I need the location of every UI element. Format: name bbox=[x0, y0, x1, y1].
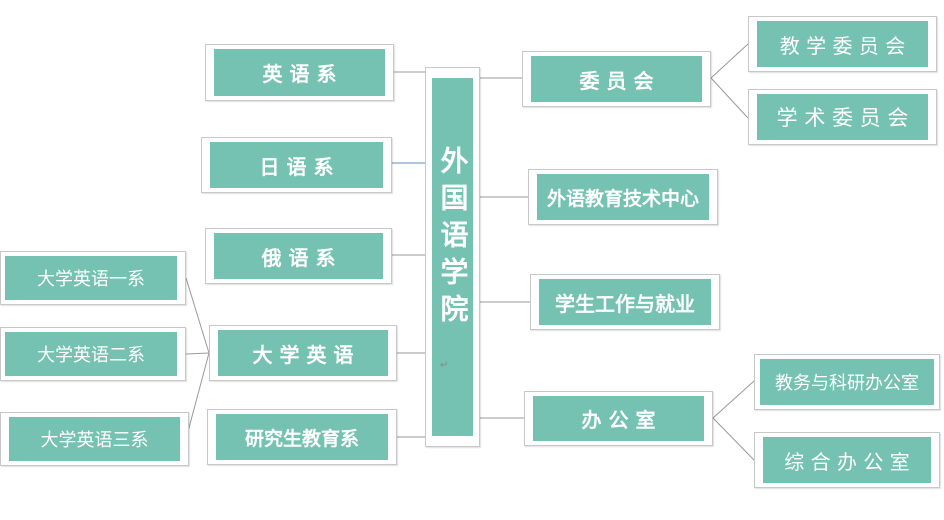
academic-research-office-label: 教务与科研办公室 bbox=[775, 373, 919, 394]
tech-center-label: 外语教育技术中心 bbox=[546, 187, 699, 210]
russian-dept-node: 俄 语 系 bbox=[205, 228, 392, 284]
japanese-dept-label: 日 语 系 bbox=[259, 154, 334, 179]
teaching-committee-node: 教 学 委 员 会 bbox=[748, 16, 937, 72]
connector-committee-academic bbox=[710, 77, 749, 119]
student-affairs-node: 学生工作与就业 bbox=[530, 274, 720, 330]
tech-center-node: 外语教育技术中心 bbox=[528, 169, 718, 225]
academic-committee-node: 学 术 委 员 会 bbox=[748, 89, 937, 145]
college-english-dept-3-node: 大学英语三系 bbox=[0, 412, 189, 466]
college-english-dept-1-label: 大学英语一系 bbox=[37, 269, 145, 290]
connector-ce-3 bbox=[185, 352, 210, 440]
connector-office-research bbox=[712, 380, 755, 419]
connector-ce-1 bbox=[185, 277, 210, 354]
general-office-node: 综 合 办 公 室 bbox=[754, 432, 940, 488]
russian-dept-label: 俄 语 系 bbox=[261, 245, 336, 270]
committee-label: 委 员 会 bbox=[579, 68, 654, 93]
office-node: 办 公 室 bbox=[524, 391, 713, 446]
center-label: 外国语学院 bbox=[436, 146, 470, 331]
academic-committee-label: 学 术 委 员 会 bbox=[776, 106, 909, 130]
college-english-dept-2-node: 大学英语二系 bbox=[0, 327, 186, 381]
student-affairs-label: 学生工作与就业 bbox=[555, 291, 695, 316]
college-english-dept-3-label: 大学英语三系 bbox=[40, 430, 149, 451]
college-english-dept-2-label: 大学英语二系 bbox=[37, 345, 145, 366]
paragraph-mark: ↵ bbox=[440, 360, 449, 371]
english-dept-label: 英 语 系 bbox=[262, 62, 337, 86]
connector-office-general bbox=[712, 417, 755, 461]
center-node: 外国语学院 bbox=[425, 67, 480, 447]
english-dept-node: 英 语 系 bbox=[205, 44, 394, 101]
office-label: 办 公 室 bbox=[581, 408, 656, 432]
academic-research-office-node: 教务与科研办公室 bbox=[754, 354, 940, 410]
general-office-label: 综 合 办 公 室 bbox=[784, 449, 910, 474]
college-english-dept-1-node: 大学英语一系 bbox=[0, 251, 186, 305]
graduate-dept-label: 研究生教育系 bbox=[244, 427, 359, 450]
teaching-committee-label: 教 学 委 员 会 bbox=[779, 33, 906, 58]
japanese-dept-node: 日 语 系 bbox=[201, 137, 392, 193]
connector-ce-2 bbox=[185, 352, 210, 355]
committee-node: 委 员 会 bbox=[522, 51, 711, 107]
college-english-label: 大 学 英 语 bbox=[252, 342, 354, 367]
connector-committee-teaching bbox=[710, 43, 749, 79]
college-english-node: 大 学 英 语 bbox=[209, 325, 397, 381]
graduate-dept-node: 研究生教育系 bbox=[207, 409, 397, 465]
